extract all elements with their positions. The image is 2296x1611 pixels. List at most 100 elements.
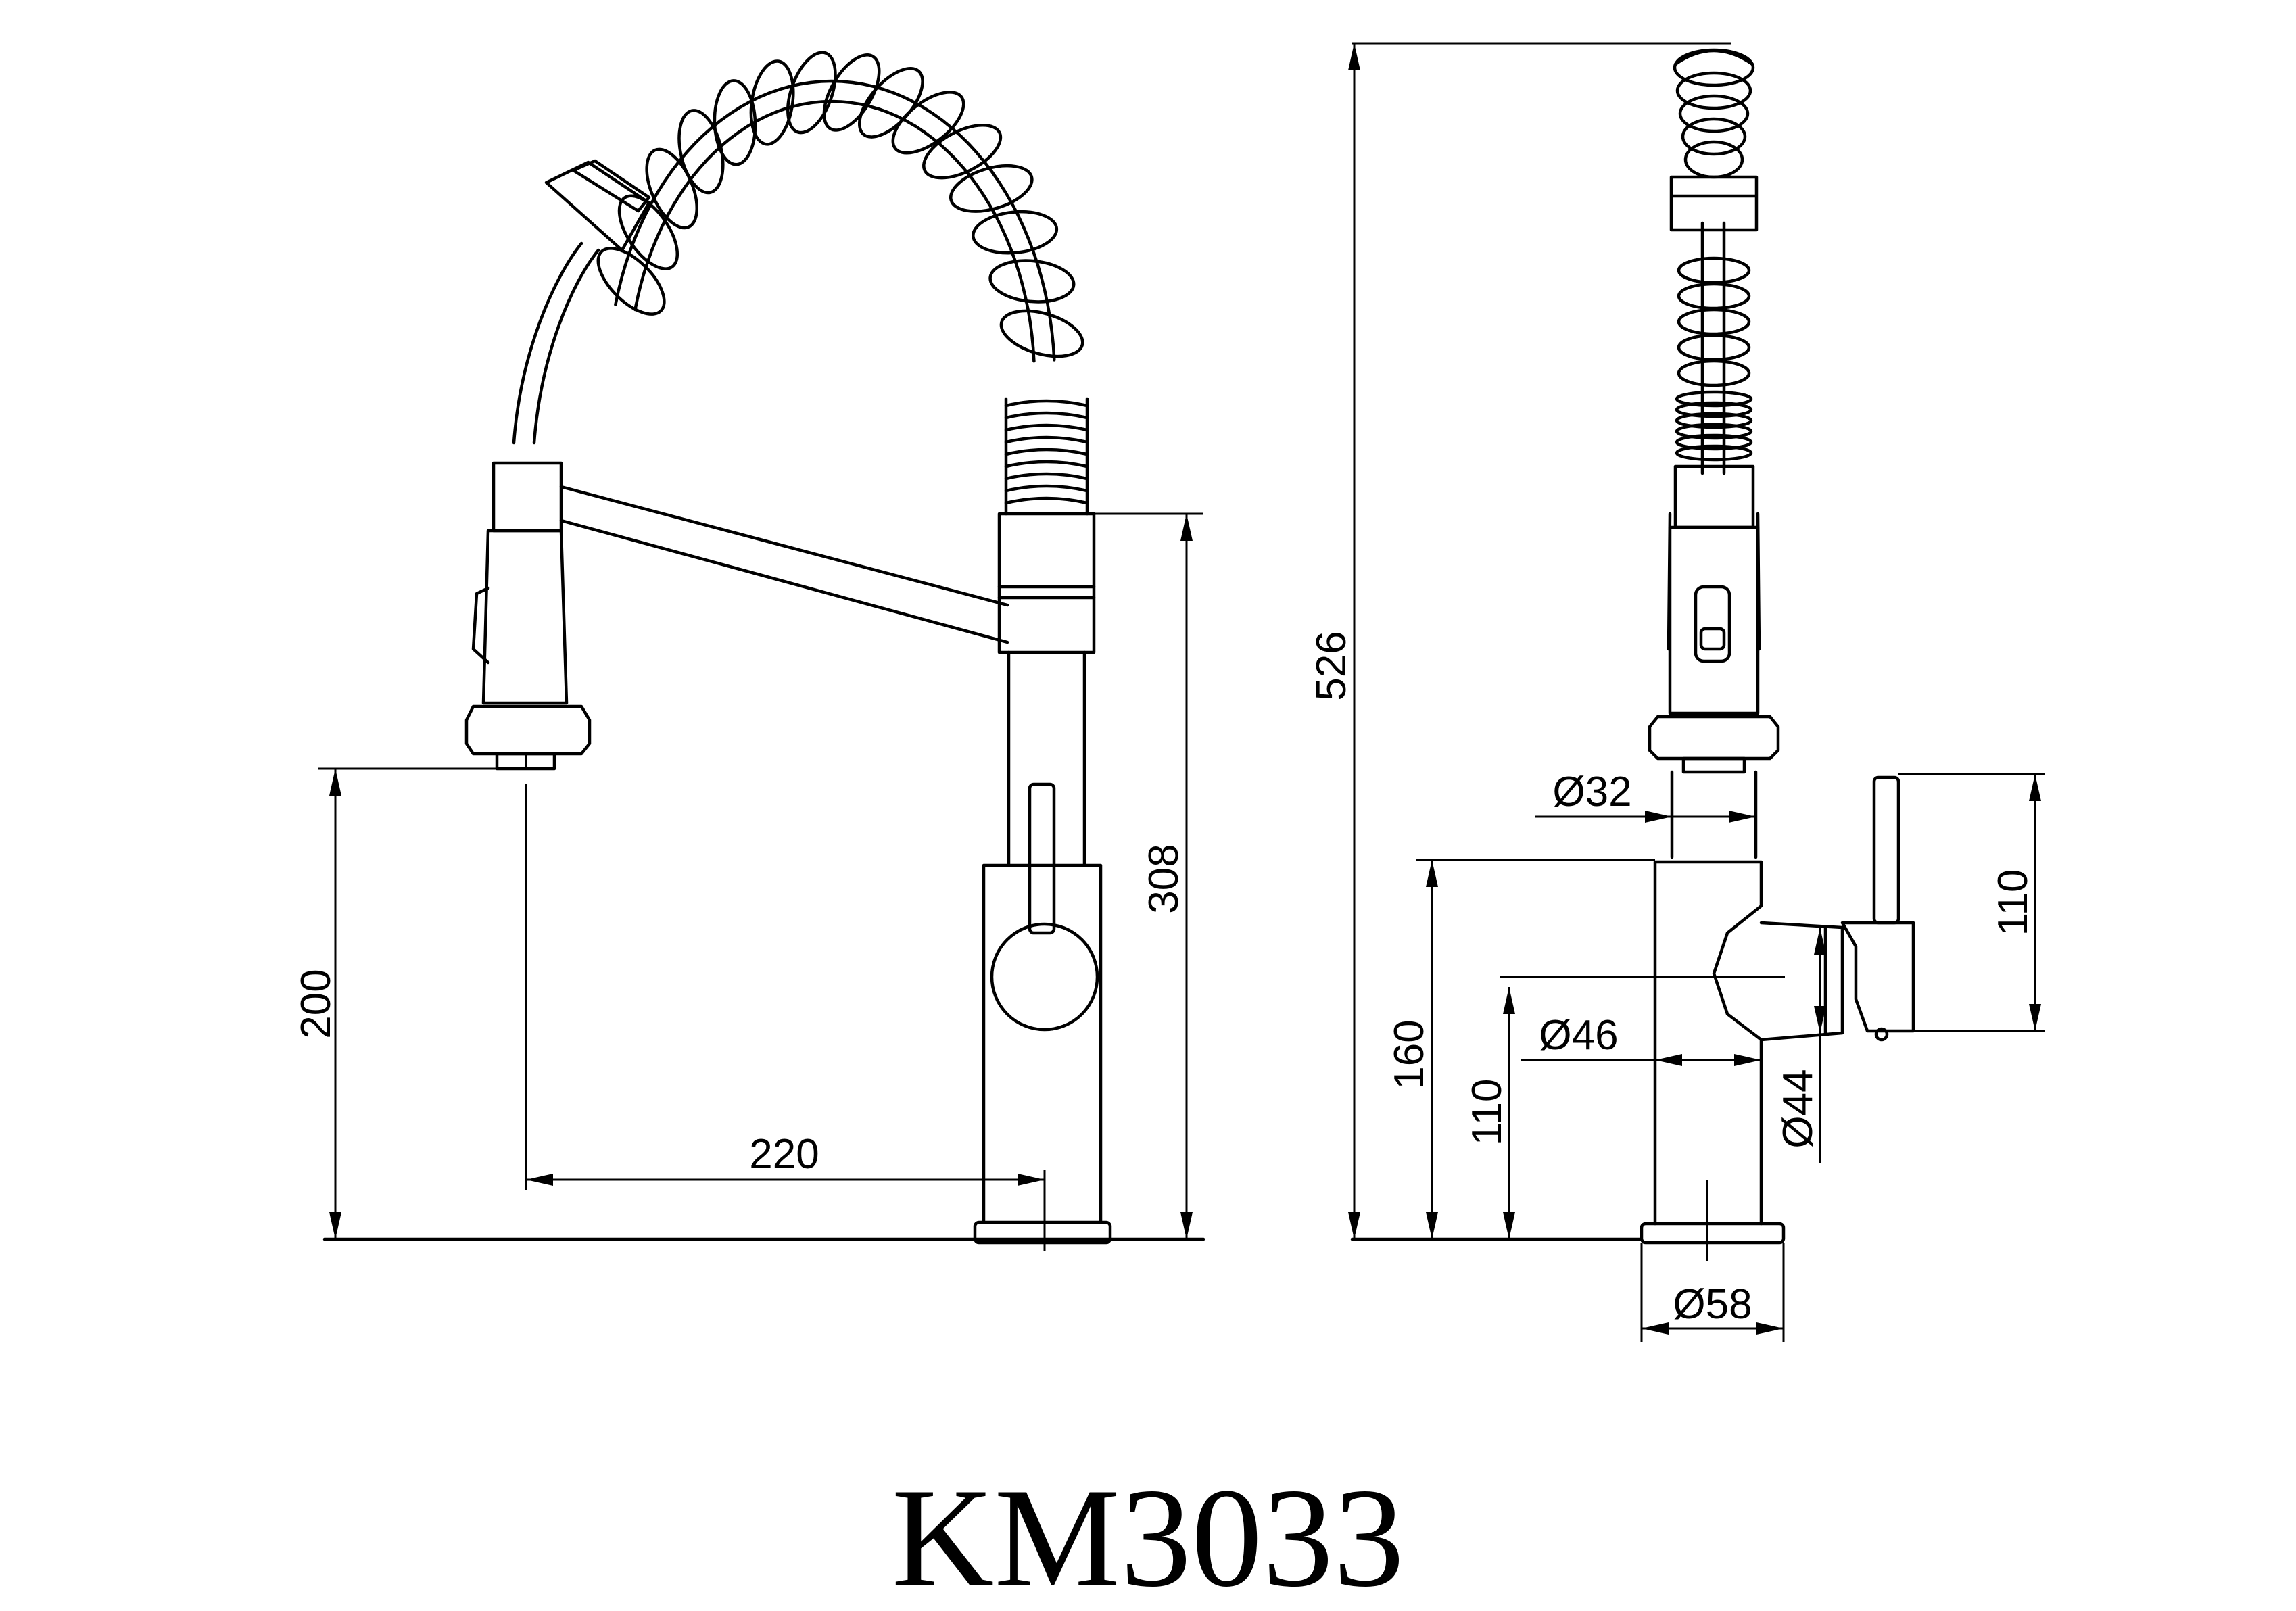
side-handle-lever	[1872, 775, 1900, 925]
pull-hose-inner	[532, 248, 600, 445]
side-spring-coil	[1673, 48, 1755, 179]
spout-sleeve	[997, 512, 1096, 654]
dim-110-axis-arrow-bottom	[1503, 1212, 1515, 1239]
handle-lever	[1028, 782, 1056, 935]
coil-loop	[972, 210, 1059, 255]
front-view: 308 200 220	[293, 51, 1205, 1251]
side-body	[1653, 860, 1763, 1226]
wrap-turn	[1004, 411, 1089, 420]
coil-loop	[617, 194, 679, 270]
holder-arm	[559, 485, 1009, 644]
dim-200-arrow-top	[329, 769, 341, 796]
hose-collar	[544, 160, 651, 252]
wrap-turn	[1004, 484, 1089, 493]
dim-d58-arrow-left	[1642, 1322, 1669, 1335]
handle-screw	[1874, 1027, 1889, 1042]
model-title: KM3033	[892, 1460, 1404, 1611]
spray-head-body	[481, 529, 569, 705]
coil-spine-inner	[633, 99, 1036, 363]
coil-loop	[999, 309, 1084, 358]
side-head-body	[1668, 525, 1760, 715]
side-wrap-turn	[1675, 412, 1753, 429]
dim-308-arrow-bottom	[1180, 1212, 1193, 1239]
dim-526-arrow-bottom	[1348, 1212, 1360, 1239]
pull-hose	[512, 241, 583, 445]
side-coil-loop	[1681, 117, 1747, 156]
side-head-button	[1694, 585, 1731, 663]
dim-d58-label: Ø58	[1673, 1281, 1752, 1328]
dim-110-axis-arrow-top	[1503, 987, 1515, 1014]
spray-head-top	[492, 461, 563, 533]
wrap-turn	[1004, 399, 1089, 408]
wrap-turn	[1004, 435, 1089, 444]
coil-loop	[822, 53, 881, 132]
coil-loop	[949, 164, 1034, 213]
side-collar	[1669, 175, 1759, 232]
body-lower	[982, 863, 1103, 1224]
spray-head-button	[471, 586, 490, 665]
side-head-face	[1648, 715, 1780, 761]
coil-loop	[786, 51, 837, 135]
dim-d32-arrow-right	[1729, 811, 1756, 823]
dim-d46-label: Ø46	[1539, 1012, 1618, 1059]
hose-collar-band	[571, 159, 651, 213]
dim-d44-label: Ø44	[1775, 1069, 1821, 1148]
handle-knob	[990, 922, 1099, 1032]
coil-loop	[922, 124, 1003, 180]
side-wrap-turn	[1675, 390, 1753, 408]
side-hose	[1700, 221, 1726, 475]
dim-160-arrow-top	[1426, 860, 1438, 887]
side-wrap-turn	[1675, 433, 1753, 451]
spring-wrap	[1004, 397, 1089, 516]
wrap-turn	[1004, 496, 1089, 505]
side-coil-loop	[1683, 140, 1744, 179]
side-coil-loop	[1675, 71, 1752, 110]
dim-220-label: 220	[749, 1131, 819, 1178]
wrap-turn	[1004, 448, 1089, 456]
dim-d32-arrow-left	[1645, 811, 1672, 823]
side-wrap-turn	[1675, 401, 1753, 418]
side-head-top	[1673, 464, 1755, 529]
spring-coil	[596, 51, 1084, 363]
side-coil-loop	[1678, 94, 1750, 133]
dim-d32-label: Ø32	[1552, 769, 1631, 815]
dim-200-arrow-bottom	[329, 1212, 341, 1239]
side-wrap-loop	[1677, 308, 1751, 336]
dim-308-label: 308	[1141, 844, 1187, 913]
side-wrap-turn	[1675, 444, 1753, 462]
coil-loop	[891, 91, 965, 155]
dim-160-arrow-bottom	[1426, 1212, 1438, 1239]
dim-220-arrow-left	[526, 1174, 553, 1186]
dim-110-handle-arrow-top	[2029, 774, 2041, 801]
dim-526-arrow-top	[1348, 43, 1360, 70]
side-spring-wrap	[1675, 256, 1753, 462]
coil-loop	[596, 247, 666, 316]
handle-cap	[1840, 921, 1915, 1033]
dim-d46-arrow-right	[1734, 1054, 1761, 1066]
dim-200-label: 200	[293, 969, 339, 1038]
base-flange	[973, 1220, 1112, 1245]
wrap-turn	[1004, 423, 1089, 432]
side-base-flange	[1640, 1222, 1786, 1245]
side-wrap-loop	[1677, 256, 1751, 285]
handle-boss	[1712, 904, 1844, 1042]
side-head-clip-left	[1667, 512, 1672, 651]
dim-d44-arrow-top	[1814, 928, 1826, 955]
dim-110-axis-label: 110	[1464, 1079, 1510, 1146]
dim-d46-arrow-left	[1655, 1054, 1682, 1066]
dim-526-label: 526	[1308, 631, 1355, 700]
coil-loop	[988, 259, 1076, 304]
coil-loop	[713, 79, 757, 166]
side-head-button-inner	[1699, 627, 1726, 651]
dim-d58-arrow-right	[1756, 1322, 1784, 1335]
side-wrap-loop	[1677, 359, 1751, 387]
side-column-upper	[1670, 770, 1758, 859]
dim-110-handle-arrow-bottom	[2029, 1004, 2041, 1031]
wrap-turn	[1004, 460, 1089, 468]
coil-spine	[614, 79, 1056, 362]
dim-110-handle-label: 110	[1990, 869, 2036, 936]
side-aerator	[1681, 756, 1746, 774]
wrap-turn	[1004, 472, 1089, 481]
side-wrap-loop	[1677, 282, 1751, 310]
